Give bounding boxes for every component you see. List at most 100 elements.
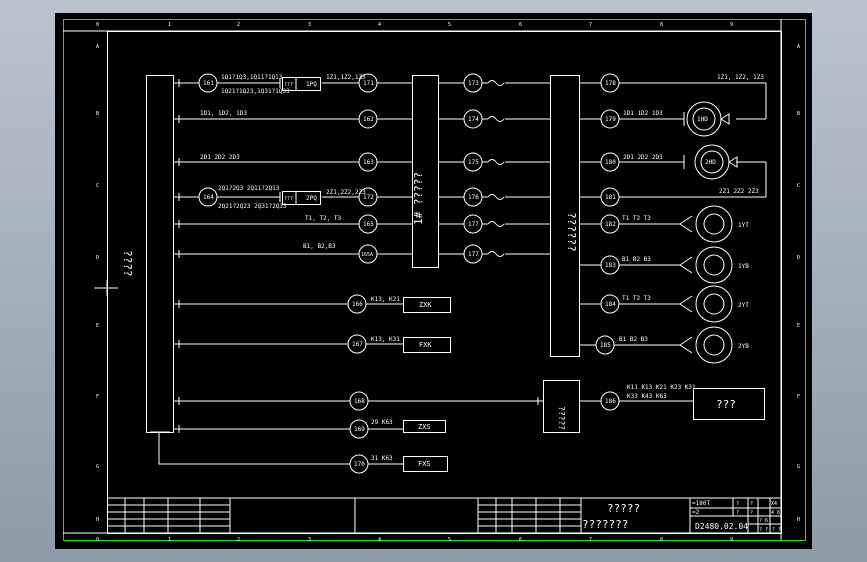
wires-right [580, 82, 767, 402]
node-171: 171 [363, 80, 374, 87]
relay-zxk[interactable] [403, 297, 451, 313]
wire-label-161q: ??? [284, 82, 293, 88]
col-bottom-4: 4 [378, 537, 381, 543]
mid-terminal-block[interactable] [412, 75, 439, 268]
zone-labels: 0 1 2 3 4 5 6 7 8 9 0 1 2 3 4 5 6 7 8 9 … [96, 22, 800, 543]
wire-label-164b: 2Q21?2Q23 2Q31?2Q33 [218, 203, 287, 210]
wire-label-184: T1 T2 T3 [622, 295, 651, 302]
wire-label-166: K13, K21 [371, 296, 400, 303]
row-left-h: H [96, 517, 99, 523]
wires-mid [439, 80, 550, 257]
node-161: 161 [203, 80, 214, 87]
row-left-e: E [96, 323, 99, 329]
sheet-mark-6: ? 6 [759, 518, 768, 524]
col-top-9: 9 [730, 22, 733, 28]
sheet-mark-3: ? [736, 510, 739, 516]
wire-label-167: K13, K31 [371, 336, 400, 343]
sheet-mark-4: ? [750, 510, 753, 516]
sensor-2yb-label: 2YB [738, 343, 749, 350]
sheet-mark-8: ? ? [772, 527, 781, 533]
drawing-number: D2480.02.04 [695, 522, 748, 531]
col-bottom-7: 7 [589, 537, 592, 543]
node-167: 167 [352, 341, 363, 348]
quantity-text: =2 [692, 509, 700, 516]
wire-label-180: 2D1 2D2 2D3 [623, 154, 663, 161]
wire-label-186a: K11 K13 K21 K23 K31 [627, 384, 696, 391]
node-186: 186 [605, 398, 616, 405]
col-bottom-0: 0 [96, 537, 99, 543]
mid-node-labels: 173 174 175 176 177 177 [468, 80, 479, 258]
sheet-mark-1: ? [736, 501, 739, 507]
wire-label-182: T1 T2 T3 [622, 215, 651, 222]
node-164: 164 [203, 194, 214, 201]
sensor-2yt[interactable] [679, 285, 733, 323]
row-left-b: B [96, 111, 99, 117]
row-right-g: G [797, 464, 800, 470]
col-bottom-6: 6 [519, 537, 522, 543]
wire-label-181: 2Z1 2Z2 2Z3 [719, 188, 759, 195]
title-block-text: ????? ??????? D2480.02.04 =180T =2 X4 ? … [582, 500, 781, 533]
breaker-2pq[interactable] [282, 191, 321, 205]
relay-zxk-label: ZXK [419, 301, 432, 309]
sensor-1yb[interactable] [679, 246, 733, 284]
output-box[interactable] [693, 388, 765, 420]
node-173: 173 [468, 80, 479, 87]
sensor-1yb-label: 1YB [738, 263, 749, 270]
node-162: 162 [363, 116, 374, 123]
right-node-circles [595, 73, 620, 411]
left-wire-labels: 1Q1?1Q3,1Q11?1Q13 1Q21?1Q23,1Q31?1Q33 ??… [200, 74, 400, 462]
row-right-a: A [797, 44, 800, 50]
col-bottom-5: 5 [448, 537, 451, 543]
sensor-1yt[interactable] [679, 205, 733, 243]
lower-control-box[interactable] [543, 380, 580, 433]
node-185: 185 [600, 342, 611, 349]
mid-node-circles [463, 73, 483, 264]
node-172: 172 [363, 194, 374, 201]
col-bottom-2: 2 [237, 537, 240, 543]
node-174: 174 [468, 116, 479, 123]
indicator-lamp-2hd[interactable] [683, 144, 738, 180]
node-165a: 165A [361, 252, 373, 258]
wires-left [174, 78, 543, 465]
row-left-f: F [96, 394, 99, 400]
node-165: 165 [363, 221, 374, 228]
node-168: 168 [354, 398, 365, 405]
row-left-d: D [96, 255, 99, 261]
wire-label-178: 1Z1, 1Z2, 1Z3 [717, 74, 764, 81]
title-name-2: ??????? [582, 518, 628, 531]
cad-viewport[interactable]: 0 1 2 3 4 5 6 7 8 9 0 1 2 3 4 5 6 7 8 9 … [55, 13, 812, 549]
relay-fxs-label: FXS [418, 460, 431, 468]
wire-label-169: 29 K63 [371, 419, 393, 426]
sensor-2yb[interactable] [679, 326, 733, 364]
node-181: 181 [605, 194, 616, 201]
sheet-mark-5: 4 6 [771, 510, 780, 516]
right-terminal-block[interactable] [550, 75, 580, 357]
left-terminal-block[interactable] [146, 75, 174, 433]
row-right-b: B [797, 111, 800, 117]
relay-zxs-label: ZXS [418, 423, 431, 431]
col-top-8: 8 [660, 22, 663, 28]
row-left-g: G [96, 464, 99, 470]
breaker-1pq[interactable] [282, 77, 321, 91]
relay-zxs[interactable] [403, 420, 446, 433]
relay-fxk-label: FXK [419, 341, 432, 349]
indicator-lamp-1hd[interactable] [683, 101, 730, 137]
col-bottom-9: 9 [730, 537, 733, 543]
wire-label-164q: ??? [284, 196, 293, 202]
relay-fxs[interactable] [403, 456, 448, 472]
relay-fxk[interactable] [403, 337, 451, 353]
node-182: 182 [605, 221, 616, 228]
output-box-label: ??? [716, 398, 736, 411]
row-right-d: D [797, 255, 800, 261]
col-top-2: 2 [237, 22, 240, 28]
col-top-4: 4 [378, 22, 381, 28]
col-top-0: 0 [96, 22, 99, 28]
col-bottom-1: 1 [168, 537, 171, 543]
right-node-labels: 178 179 180 181 182 183 184 185 186 [600, 80, 616, 405]
col-top-7: 7 [589, 22, 592, 28]
col-top-6: 6 [519, 22, 522, 28]
title-name-1: ????? [607, 502, 640, 515]
left-node-circles [198, 73, 378, 474]
row-right-e: E [797, 323, 800, 329]
title-block-grid [107, 497, 781, 533]
